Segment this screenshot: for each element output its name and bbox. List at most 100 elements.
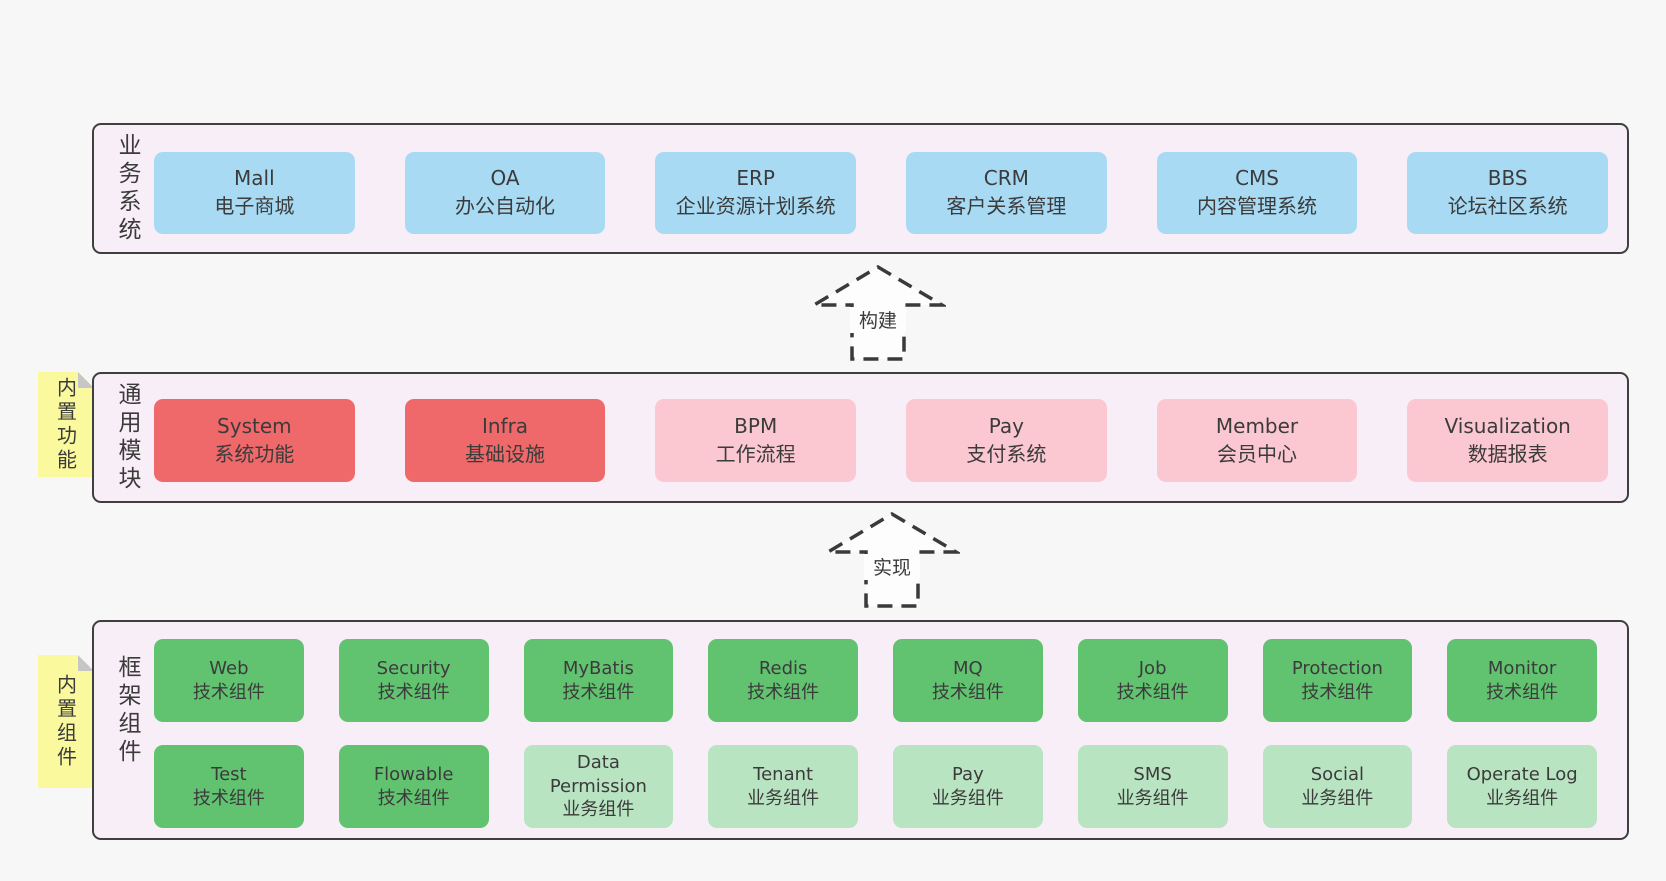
- box-pay-system: Pay 支付系统: [906, 399, 1107, 482]
- box-web: Web 技术组件: [154, 639, 304, 722]
- box-tenant: Tenant 业务组件: [708, 745, 858, 828]
- box-title: Job: [1138, 658, 1167, 680]
- build-arrow: 构建: [810, 263, 946, 363]
- box-title: CRM: [983, 166, 1029, 191]
- box-social: Social 业务组件: [1262, 745, 1413, 828]
- box-title: BBS: [1487, 166, 1528, 191]
- box-subtitle: 技术组件: [1301, 681, 1374, 703]
- modules-layer-side-label: 通用模块: [114, 381, 140, 494]
- box-title: Data Permission: [549, 752, 647, 797]
- framework-components-layer: 框架组件 Web 技术组件 Security 技术组件 MyBatis 技术组件…: [92, 620, 1629, 840]
- box-subtitle: 技术组件: [1486, 681, 1559, 703]
- box-subtitle: 系统功能: [214, 441, 295, 466]
- box-title: Pay: [952, 764, 984, 786]
- components-layer-side-label: 框架组件: [114, 655, 140, 767]
- box-visualization: Visualization 数据报表: [1407, 399, 1609, 482]
- box-cms: CMS 内容管理系统: [1156, 152, 1358, 234]
- box-title: Infra: [481, 413, 529, 438]
- box-subtitle: 技术组件: [562, 681, 635, 703]
- box-title: Tenant: [753, 764, 814, 786]
- box-subtitle: 技术组件: [1116, 681, 1189, 703]
- sticky-note-built-in-components: 内置组件: [38, 655, 94, 788]
- box-security: Security 技术组件: [338, 639, 489, 722]
- components-row-1: Web 技术组件 Security 技术组件 MyBatis 技术组件 Redi…: [154, 639, 1597, 722]
- business-layer-side-label: 业务系统: [114, 132, 140, 245]
- box-mall: Mall 电子商城: [154, 152, 355, 234]
- box-title: MQ: [953, 658, 983, 680]
- box-protection: Protection 技术组件: [1262, 639, 1413, 722]
- box-subtitle: 工作流程: [715, 441, 796, 466]
- box-subtitle: 内容管理系统: [1197, 194, 1318, 218]
- box-erp: ERP 企业资源计划系统: [655, 152, 857, 234]
- box-test: Test 技术组件: [154, 745, 304, 828]
- box-subtitle: 会员中心: [1217, 441, 1298, 466]
- implement-arrow: 实现: [824, 510, 960, 610]
- components-row-2: Test 技术组件 Flowable 技术组件 Data Permission …: [154, 745, 1597, 828]
- box-mybatis: MyBatis 技术组件: [523, 639, 674, 722]
- box-job: Job 技术组件: [1077, 639, 1228, 722]
- box-subtitle: 客户关系管理: [946, 194, 1067, 218]
- box-title: Visualization: [1444, 413, 1571, 438]
- box-title: BPM: [734, 413, 778, 438]
- box-title: SMS: [1133, 764, 1172, 786]
- up-arrow-icon: 构建: [810, 264, 946, 361]
- box-title: MyBatis: [562, 658, 634, 680]
- arrow-label: 构建: [859, 310, 897, 332]
- box-member: Member 会员中心: [1156, 399, 1358, 482]
- box-crm: CRM 客户关系管理: [906, 152, 1107, 234]
- box-bpm: BPM 工作流程: [655, 399, 857, 482]
- box-subtitle: 论坛社区系统: [1447, 194, 1568, 218]
- box-pay-component: Pay 业务组件: [893, 745, 1043, 828]
- box-title: OA: [490, 166, 520, 191]
- box-title: Test: [211, 764, 247, 786]
- sticky-note-label: 内置组件: [53, 673, 78, 770]
- box-subtitle: 技术组件: [377, 787, 450, 809]
- box-sms: SMS 业务组件: [1077, 745, 1228, 828]
- box-subtitle: 技术组件: [192, 681, 265, 703]
- business-boxes-row: Mall 电子商城 OA 办公自动化 ERP 企业资源计划系统 CRM 客户关系…: [154, 152, 1609, 234]
- box-title: System: [217, 413, 292, 438]
- box-title: CMS: [1235, 166, 1279, 191]
- box-title: Redis: [758, 658, 808, 680]
- box-monitor: Monitor 技术组件: [1447, 639, 1597, 722]
- box-oa: OA 办公自动化: [404, 152, 606, 234]
- box-bbs: BBS 论坛社区系统: [1407, 152, 1609, 234]
- box-subtitle: 业务组件: [562, 799, 635, 821]
- box-subtitle: 业务组件: [1486, 787, 1559, 809]
- box-title: Operate Log: [1466, 764, 1578, 786]
- up-arrow-icon: 实现: [824, 511, 960, 608]
- box-subtitle: 数据报表: [1467, 441, 1548, 466]
- box-title: Mall: [234, 166, 275, 191]
- box-operate-log: Operate Log 业务组件: [1447, 745, 1597, 828]
- box-subtitle: 技术组件: [377, 681, 450, 703]
- box-title: ERP: [736, 166, 775, 191]
- business-systems-layer: 业务系统 Mall 电子商城 OA 办公自动化 ERP 企业资源计划系统 CRM…: [92, 123, 1629, 254]
- common-modules-layer: 通用模块 System 系统功能 Infra 基础设施 BPM 工作流程 Pay…: [92, 372, 1629, 503]
- box-subtitle: 业务组件: [931, 787, 1004, 809]
- box-system: System 系统功能: [154, 399, 355, 482]
- box-subtitle: 基础设施: [465, 441, 545, 466]
- box-subtitle: 办公自动化: [455, 194, 555, 218]
- box-title: Security: [376, 658, 451, 680]
- arrow-label: 实现: [873, 557, 911, 579]
- box-subtitle: 业务组件: [747, 787, 820, 809]
- box-subtitle: 业务组件: [1116, 787, 1189, 809]
- box-subtitle: 技术组件: [931, 681, 1004, 703]
- box-flowable: Flowable 技术组件: [338, 745, 489, 828]
- box-title: Member: [1215, 413, 1299, 438]
- modules-boxes-row: System 系统功能 Infra 基础设施 BPM 工作流程 Pay 支付系统…: [154, 399, 1609, 482]
- box-subtitle: 业务组件: [1301, 787, 1374, 809]
- box-mq: MQ 技术组件: [893, 639, 1043, 722]
- box-title: Flowable: [373, 764, 454, 786]
- box-redis: Redis 技术组件: [708, 639, 858, 722]
- box-subtitle: 支付系统: [966, 441, 1047, 466]
- box-title: Web: [209, 658, 249, 680]
- box-title: Protection: [1291, 658, 1383, 680]
- sticky-note-label: 内置功能: [53, 376, 78, 473]
- box-subtitle: 企业资源计划系统: [675, 194, 836, 218]
- box-subtitle: 技术组件: [747, 681, 820, 703]
- box-data-permission: Data Permission 业务组件: [523, 745, 674, 828]
- box-subtitle: 技术组件: [192, 787, 265, 809]
- box-title: Social: [1310, 764, 1365, 786]
